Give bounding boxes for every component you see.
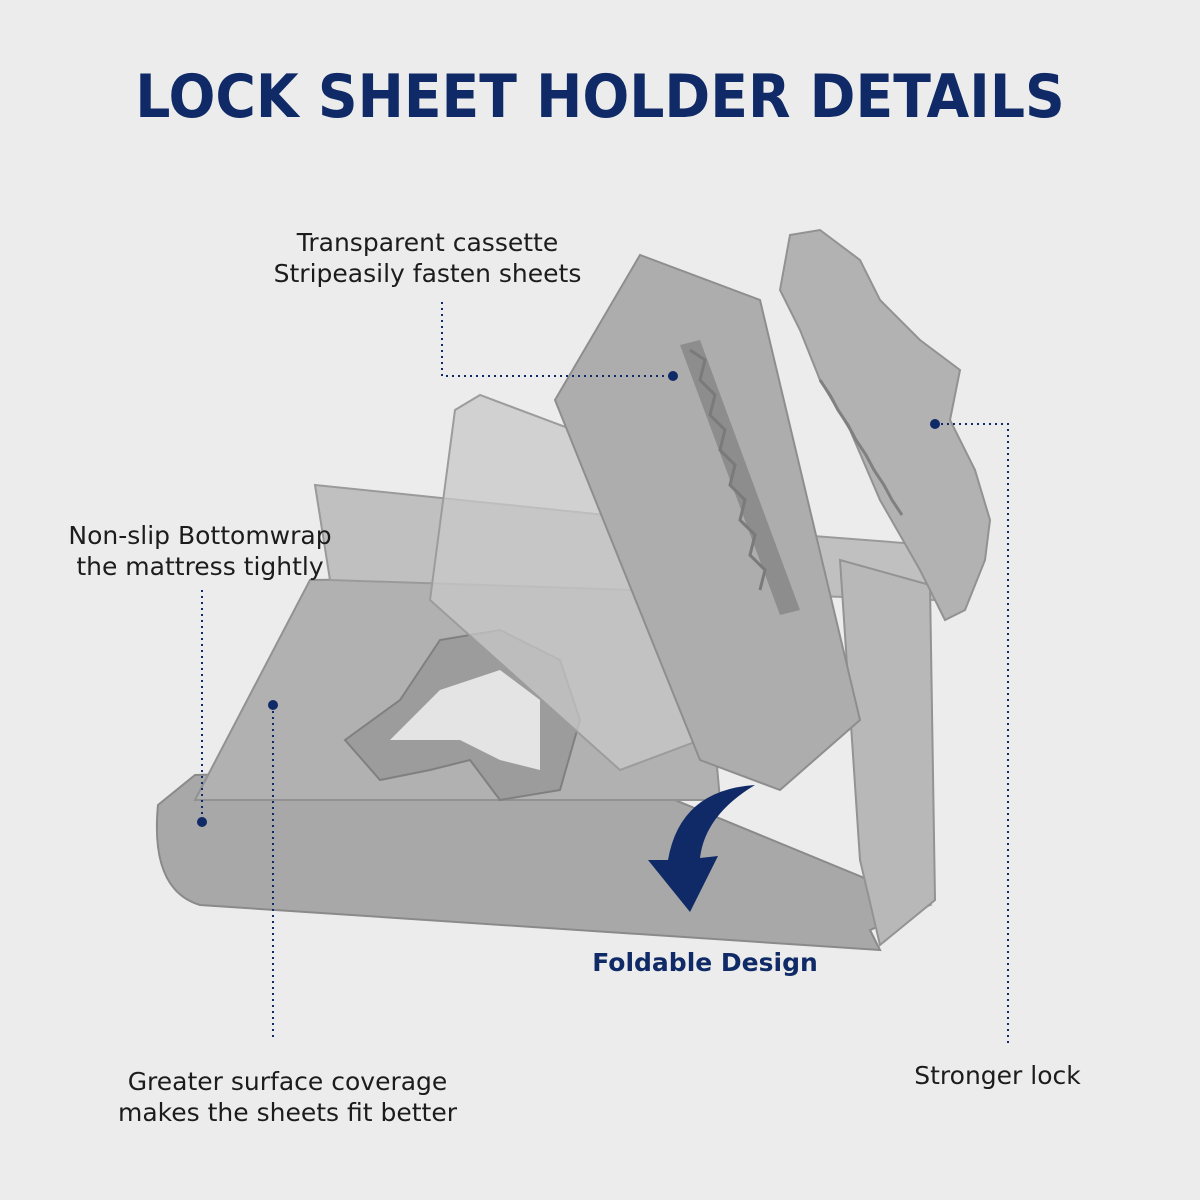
page-title: LOCK SHEET HOLDER DETAILS [135,62,1065,132]
cassette-callout-line2: Stripeasily fasten sheets [273,259,582,288]
fold-arrow-icon [648,785,755,912]
cover-slot [680,340,800,615]
bottom-callout-line1: Non-slip Bottomwrap [68,521,332,550]
cover-panel [553,253,862,792]
base-clip-hole [390,670,540,770]
callout-dots [197,371,940,827]
cover-teeth [689,348,767,591]
cassette-callout-line1: Transparent cassette [296,228,559,257]
coverage-callout-line1: Greater surface coverage [127,1067,448,1096]
cassette-callout: Transparent cassette Stripeasily fasten … [260,227,595,289]
callout-connectors [201,302,1009,1045]
bottom-callout-line2: the mattress tightly [76,552,324,581]
side-wall [838,558,937,947]
lock-callout: Stronger lock [895,1060,1100,1091]
foldable-design-label: Foldable Design [592,948,818,977]
bottom-callout: Non-slip Bottomwrap the mattress tightly [50,520,350,582]
coverage-callout: Greater surface coverage makes the sheet… [100,1066,475,1128]
coverage-callout-line2: makes the sheets fit better [117,1098,457,1127]
lock-callout-line1: Stronger lock [914,1061,1081,1090]
lock-clip-teeth [818,379,904,516]
